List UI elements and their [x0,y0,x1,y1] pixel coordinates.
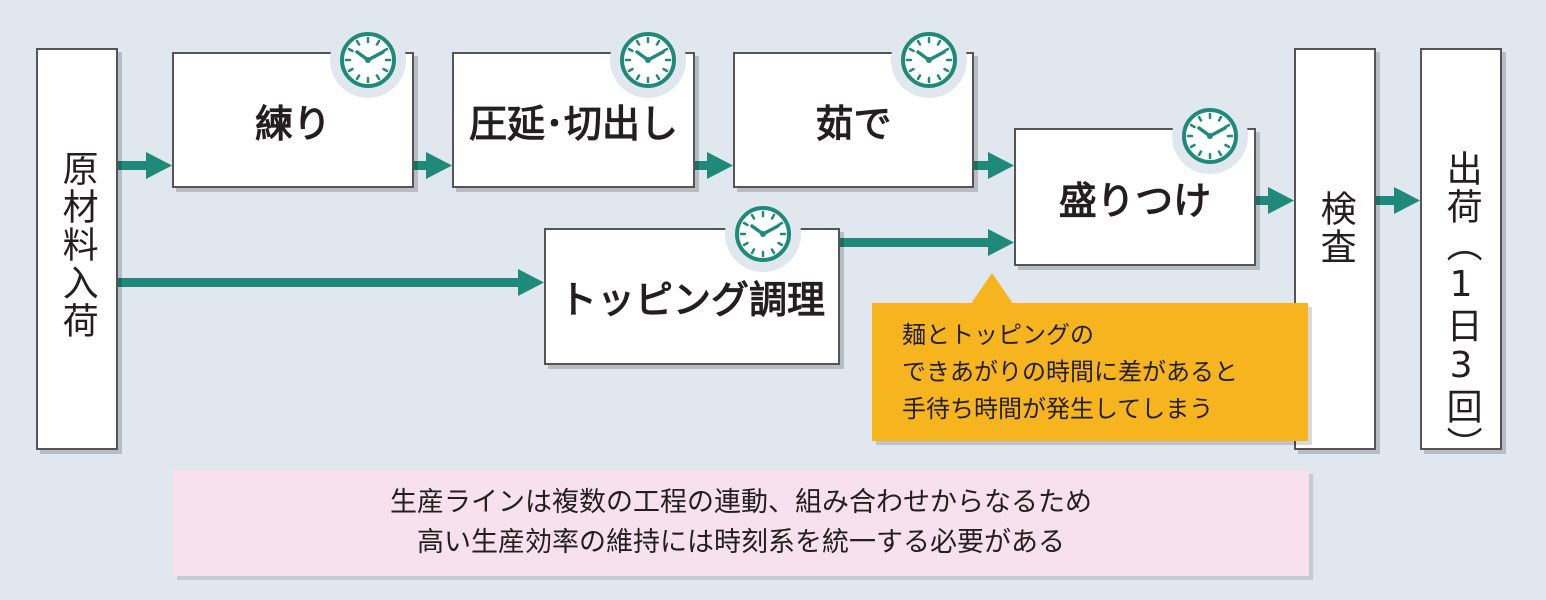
callout-pointer [970,273,1014,305]
arrow-kneading-to-rolling [414,161,428,170]
arrowhead-input-to-kneading [146,152,172,179]
step-boiling-label: 茹で [815,101,892,146]
clock-icon [330,22,406,98]
arrowhead-kneading-to-rolling [426,152,452,179]
shipping-label: 出荷（1日3回） [1440,150,1482,464]
arrow-input-to-kneading [118,161,146,170]
arrowhead-boiling-to-plating [988,152,1014,179]
shipping-box: 出荷（1日3回） [1420,48,1502,464]
arrow-topping-to-plating [840,238,990,247]
clock-icon [1172,98,1248,174]
step-kneading-label: 練り [254,101,331,146]
step-rolling-label: 圧延･切出し [468,101,678,146]
arrowhead-inspection-to-shipping [1394,187,1420,214]
note-line: 高い生産効率の維持には時刻系を統一する必要がある [417,527,1065,558]
step-topping-label: トッピング調理 [558,278,825,322]
callout-line: 手待ち時間が発生してしまう [902,395,1214,423]
summary-note: 生産ラインは複数の工程の連動、組み合わせからなるため 高い生産効率の維持には時刻… [173,470,1309,576]
arrowhead-rolling-to-boiling [707,152,733,179]
callout-line: 麺とトッピングの [902,321,1094,349]
waiting-time-callout: 麺とトッピングの できあがりの時間に差があると 手待ち時間が発生してしまう [872,303,1308,441]
input-box: 原材料入荷 [36,48,118,450]
arrow-rolling-to-boiling [695,161,709,170]
clock-icon [610,22,686,98]
note-line: 生産ラインは複数の工程の連動、組み合わせからなるため [390,487,1092,518]
arrow-plating-to-inspection [1256,196,1270,205]
clock-icon [725,196,801,272]
arrow-inspection-to-shipping [1376,196,1396,205]
arrow-input-to-topping [118,278,522,287]
arrowhead-input-to-topping [518,269,544,296]
inspection-label: 検査 [1314,190,1356,266]
arrow-boiling-to-plating [974,161,990,170]
arrowhead-topping-to-plating [988,229,1014,256]
clock-icon [891,22,967,98]
step-plating-label: 盛りつけ [1058,178,1212,223]
arrowhead-plating-to-inspection [1268,187,1294,214]
callout-line: できあがりの時間に差があると [902,358,1238,386]
input-label: 原材料入荷 [56,150,98,340]
